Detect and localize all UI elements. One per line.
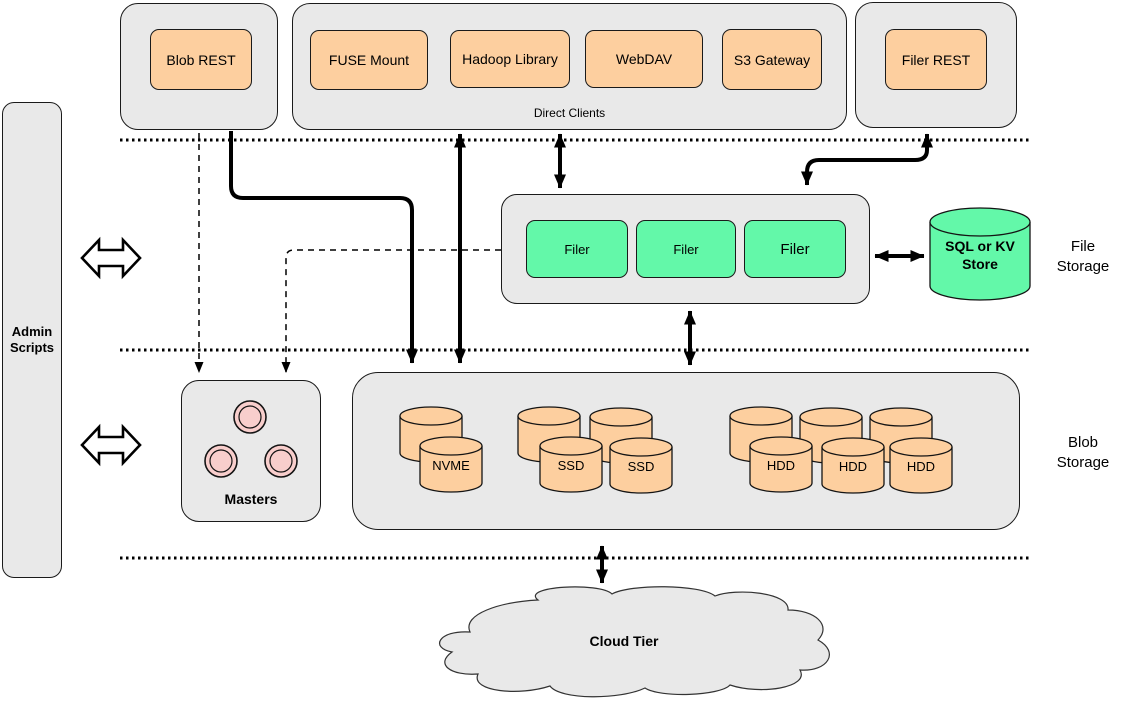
node-blob-rest: Blob REST xyxy=(150,29,252,90)
file-storage-tier-label: File Storage xyxy=(1056,238,1110,275)
hdd-disk-label: HDD xyxy=(766,458,796,473)
arrow-blob-rest-to-blob-storage xyxy=(229,131,418,364)
node-filer-2: Filer xyxy=(636,220,736,278)
admin-scripts-panel: Admin Scripts xyxy=(2,102,62,578)
node-fuse-mount: FUSE Mount xyxy=(310,30,428,90)
masters-label: Masters xyxy=(224,491,278,507)
filer-rest-label: Filer REST xyxy=(901,51,971,68)
nvme-disk-label: NVME xyxy=(432,458,470,473)
admin-file-tier-double-arrow-icon xyxy=(80,236,142,280)
fuse-mount-label: FUSE Mount xyxy=(328,52,410,68)
filer-2-label: Filer xyxy=(673,241,699,257)
node-webdav: WebDAV xyxy=(585,30,703,88)
direct-clients-label: Direct Clients xyxy=(533,106,606,120)
node-filer-rest: Filer REST xyxy=(885,29,987,90)
filer-1-label: Filer xyxy=(564,241,590,257)
admin-blob-tier-double-arrow-icon xyxy=(80,423,142,467)
ssd-disk-label: SSD xyxy=(627,459,655,474)
admin-scripts-label: Admin Scripts xyxy=(9,323,55,355)
node-filer-1: Filer xyxy=(526,220,628,278)
webdav-label: WebDAV xyxy=(615,51,673,67)
kv-store-label: SQL or KV Store xyxy=(945,238,1015,272)
blob-storage-tier-label: Blob Storage xyxy=(1056,434,1110,471)
node-s3-gateway: S3 Gateway xyxy=(722,29,822,90)
hdd-disk-label: HDD xyxy=(838,459,868,474)
node-filer-3: Filer xyxy=(744,220,846,278)
blob-rest-label: Blob REST xyxy=(166,51,236,68)
arrow-filer-rest-to-filer xyxy=(801,133,933,186)
ssd-disk-label: SSD xyxy=(557,458,585,473)
node-hadoop-library: Hadoop Library xyxy=(450,30,570,88)
dashed-filer-to-masters xyxy=(281,249,501,373)
hdd-disk-label: HDD xyxy=(906,459,936,474)
cloud-tier-label: Cloud Tier xyxy=(589,633,659,649)
masters-group: Masters xyxy=(181,380,321,522)
s3-gateway-label: S3 Gateway xyxy=(733,51,811,68)
blob-storage-group xyxy=(352,372,1020,530)
hadoop-library-label: Hadoop Library xyxy=(462,51,558,67)
filer-3-label: Filer xyxy=(780,240,810,258)
